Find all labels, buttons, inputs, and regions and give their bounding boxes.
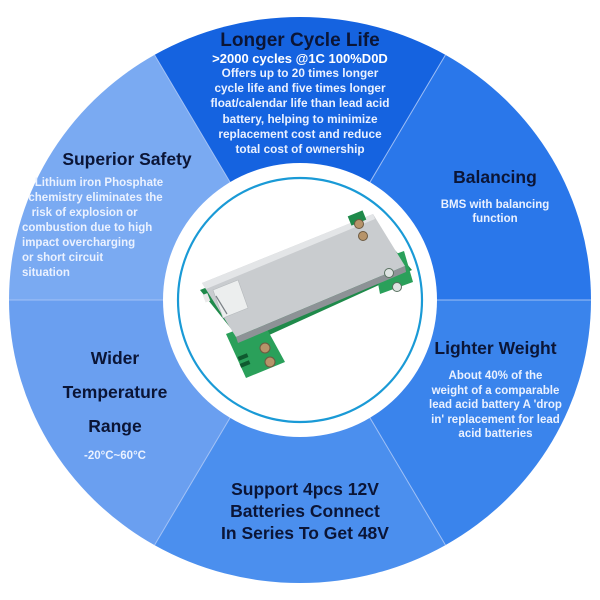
temperature-section: Wider Temperature Range -20°C~60°C xyxy=(40,347,190,463)
safety-section: Superior Safety Lithium iron Phosphate c… xyxy=(22,148,212,281)
cycle-life-subtitle: >2000 cycles @1C 100%D0D xyxy=(212,51,388,66)
bms-board-icon xyxy=(200,210,413,378)
cycle-life-line: replacement cost and reduce xyxy=(218,126,382,141)
segment-cycle-life xyxy=(154,16,446,301)
series-section: Support 4pcs 12V Batteries Connect In Se… xyxy=(190,478,420,544)
segment-series xyxy=(154,300,446,584)
temperature-range: -20°C~60°C xyxy=(84,450,146,462)
cycle-life-line: cycle life and five times longer xyxy=(214,81,386,96)
safety-line: impact overcharging xyxy=(22,237,136,249)
safety-line: chemistry eliminates the xyxy=(22,192,163,204)
cycle-life-section: Longer Cycle Life >2000 cycles @1C 100%D… xyxy=(200,30,400,157)
temperature-title-line: Wider xyxy=(90,348,140,368)
weight-line: acid batteries xyxy=(458,428,533,440)
weight-line: About 40% of the xyxy=(448,370,543,382)
temperature-title-line: Temperature xyxy=(62,382,168,402)
safety-title: Superior Safety xyxy=(62,149,192,169)
series-title-line: In Series To Get 48V xyxy=(221,523,389,543)
cycle-life-line: battery, helping to minimize xyxy=(222,111,378,126)
balancing-section: Balancing BMS with balancing function xyxy=(420,166,570,226)
cycle-life-line: total cost of ownership xyxy=(235,142,365,157)
balancing-line: function xyxy=(472,213,518,225)
temperature-title-line: Range xyxy=(88,416,142,436)
weight-title: Lighter Weight xyxy=(434,338,557,358)
safety-line: situation xyxy=(22,267,70,279)
balancing-title: Balancing xyxy=(453,167,537,187)
safety-line: risk of explosion or xyxy=(22,207,138,219)
cycle-life-title: Longer Cycle Life xyxy=(220,30,380,51)
weight-line: weight of a comparable xyxy=(431,384,560,397)
safety-line: combustion due to high xyxy=(22,222,153,234)
weight-section: Lighter Weight About 40% of the weight o… xyxy=(408,337,583,442)
weight-line: lead acid battery A 'drop xyxy=(429,399,562,411)
cycle-life-line: float/calendar life than lead acid xyxy=(210,96,390,111)
series-title-line: Support 4pcs 12V xyxy=(231,479,379,499)
safety-line: Lithium iron Phosphate xyxy=(22,177,164,189)
weight-line: in' replacement for lead xyxy=(431,413,560,426)
series-title-line: Batteries Connect xyxy=(230,501,380,521)
safety-line: or short circuit xyxy=(22,252,104,264)
balancing-line: BMS with balancing xyxy=(440,199,550,211)
cycle-life-line: Offers up to 20 times longer xyxy=(221,66,379,80)
inner-ring xyxy=(176,176,424,424)
